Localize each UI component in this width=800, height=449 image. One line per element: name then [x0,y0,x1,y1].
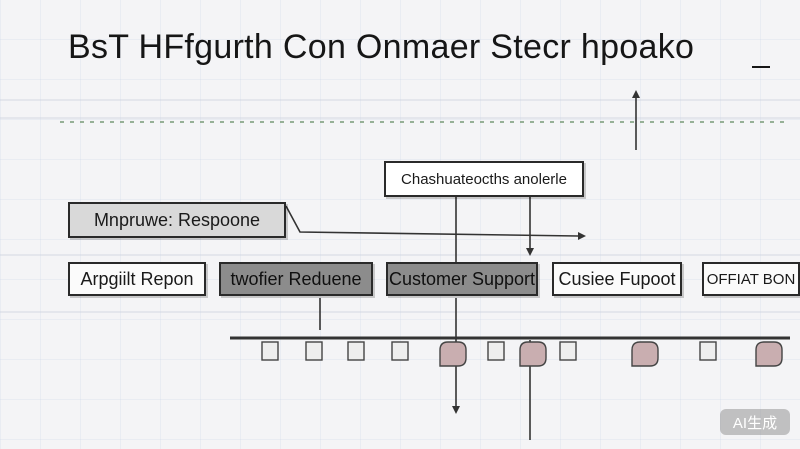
node-row-4: Cusiee Fupoot [552,262,682,296]
plug [755,341,783,367]
title-underline [752,66,770,68]
diagram-title: BsT HFfgurth Con Onmaer Stecr hpoako [68,28,695,66]
port [487,341,505,361]
node-row-5: OFFIAT BON [702,262,800,296]
node-row-3: Customer Support [386,262,538,296]
arrow-head [526,248,534,256]
ai-generated-badge: AI生成 [720,409,790,435]
arrow-head [452,406,460,414]
port [305,341,323,361]
node-top: Chashuateocths anolerle [384,161,584,197]
node-left: Mnpruwe: Respoone [68,202,286,238]
port [391,341,409,361]
port [347,341,365,361]
connectors [230,96,790,440]
port [699,341,717,361]
plug [439,341,467,367]
arrow-heads [452,90,640,414]
bus-ports [261,341,717,361]
plug [519,341,547,367]
bus-plugs [439,341,783,367]
node-row-1: Arpgiilt Repon [68,262,206,296]
background-lines [0,99,800,313]
arrow-head [578,232,586,240]
arrow-head [632,90,640,98]
port [559,341,577,361]
node-row-2: twofier Reduene [219,262,373,296]
connector-left-to-right [285,205,579,237]
port [261,341,279,361]
plug [631,341,659,367]
